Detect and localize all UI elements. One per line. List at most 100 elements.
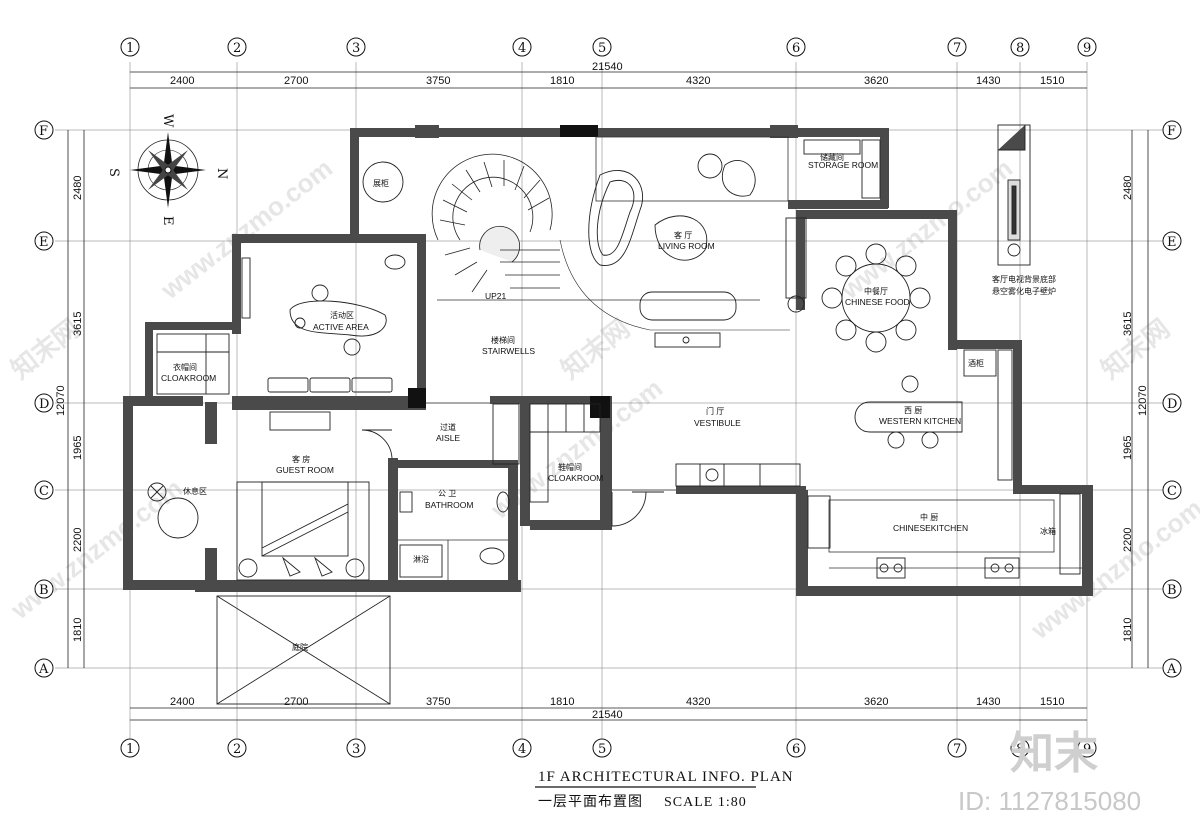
column-bubbles-top	[120, 37, 1097, 57]
row-label-B: B	[39, 583, 49, 598]
right-total-dim: 12070	[1137, 385, 1149, 416]
row-label-rF: F	[1167, 124, 1176, 139]
top-dim-6: 3620	[864, 75, 888, 87]
top-dimension-chain	[130, 71, 1087, 89]
vestibule-en: VESTIBULE	[694, 418, 741, 428]
row-label-rD: D	[1167, 397, 1177, 412]
stair-up-label: UP21	[485, 291, 507, 301]
thin-lines	[398, 136, 1082, 580]
wine-cn: 酒柜	[968, 358, 984, 368]
col-label-b4: 4	[518, 742, 526, 757]
col-label-b2: 2	[233, 742, 241, 757]
fridge-cn: 冰箱	[1040, 526, 1056, 536]
stairwells-en: STAIRWELLS	[482, 346, 535, 356]
shower-cn: 淋浴	[413, 554, 429, 564]
storage-en: STORAGE ROOM	[808, 160, 878, 170]
col-label-1: 1	[126, 41, 134, 56]
right-dimension-chain	[1131, 130, 1149, 668]
col-label-b8: 8	[1016, 742, 1024, 757]
col-label-b3: 3	[352, 742, 360, 757]
drawing-title-cn: 一层平面布置图	[538, 794, 643, 810]
chinese-food-en: CHINESE FOOD	[845, 297, 910, 307]
furniture	[147, 139, 1081, 705]
top-dim-4: 1810	[550, 75, 574, 87]
right-dim-4: 2200	[1122, 528, 1134, 552]
top-dim-2: 2700	[284, 75, 308, 87]
aisle-en: AISLE	[436, 433, 460, 443]
col-label-b1: 1	[126, 742, 134, 757]
aisle-cn: 过道	[440, 422, 456, 432]
compass-rose-icon	[130, 132, 206, 208]
col-label-9: 9	[1083, 41, 1091, 56]
right-dim-5: 1810	[1122, 618, 1134, 642]
bottom-total-dim: 21540	[592, 709, 623, 721]
col-label-5: 5	[598, 41, 606, 56]
chinese-kitchen-en: CHINESEKITCHEN	[893, 523, 968, 533]
right-dim-2: 3615	[1122, 312, 1134, 336]
row-label-E: E	[39, 235, 49, 250]
bottom-dim-6: 3620	[864, 696, 888, 708]
active-area-cn: 活动区	[330, 310, 354, 320]
rest-area-cn: 休息区	[183, 486, 207, 496]
drawing-scale: SCALE 1:80	[664, 795, 747, 810]
right-dim-1: 2480	[1122, 176, 1134, 200]
spiral-stair	[431, 153, 560, 293]
left-dim-2: 3615	[72, 312, 84, 336]
showroom-cn: 展柜	[373, 178, 389, 188]
row-bubbles-right	[1162, 120, 1182, 678]
top-dim-1: 2400	[170, 75, 194, 87]
watermark-brand-2: 知末网	[555, 313, 635, 385]
cloakroom-cn: 衣帽间	[173, 362, 197, 372]
row-label-A: A	[38, 662, 49, 677]
row-label-rB: B	[1167, 583, 1177, 598]
guest-room-cn: 客 房	[292, 454, 310, 464]
col-label-8: 8	[1016, 41, 1024, 56]
col-label-4: 4	[518, 41, 526, 56]
watermark-site-5: www.znzmo.com	[1024, 493, 1200, 646]
row-label-rA: A	[1166, 662, 1177, 677]
brand-logo: 知末	[1010, 729, 1098, 778]
col-label-b7: 7	[953, 742, 961, 757]
chinese-food-cn: 中餐厅	[864, 286, 888, 296]
col-label-6: 6	[792, 41, 800, 56]
living-room-en: LIVING ROOM	[658, 241, 715, 251]
row-label-rC: C	[1167, 484, 1177, 499]
bottom-dim-1: 2400	[170, 696, 194, 708]
right-dim-3: 1965	[1122, 436, 1134, 460]
bathroom-cn: 公 卫	[438, 489, 456, 498]
row-label-D: D	[39, 397, 49, 412]
drawing-title-en: 1F ARCHITECTURAL INFO. PLAN	[538, 769, 794, 785]
western-kitchen-en: WESTERN KITCHEN	[879, 416, 961, 426]
western-kitchen-cn: 西 厨	[904, 406, 922, 415]
storage-cn: 储藏间	[820, 152, 844, 162]
watermark-site-1: www.znzmo.com	[154, 153, 338, 306]
stairwells-cn: 楼梯间	[491, 335, 515, 345]
row-bubbles-left	[34, 120, 54, 678]
bottom-dimension-chain	[130, 707, 1087, 721]
bathroom-en: BATHROOM	[425, 500, 473, 510]
yard-cn: 庭院	[292, 642, 308, 652]
left-dim-5: 1810	[72, 618, 84, 642]
image-id: ID: 1127815080	[958, 786, 1141, 816]
top-total-dim: 21540	[592, 61, 623, 73]
top-dim-3: 3750	[426, 75, 450, 87]
left-total-dim: 12070	[55, 385, 67, 416]
tv-wall-detail	[997, 124, 1031, 266]
bottom-dim-5: 4320	[686, 696, 710, 708]
walls	[123, 125, 1093, 596]
col-label-3: 3	[352, 41, 360, 56]
row-label-F: F	[39, 124, 48, 139]
living-room-cn: 客 厅	[674, 230, 692, 240]
left-dim-3: 1965	[72, 436, 84, 460]
vestibule-cn: 门 厅	[706, 406, 724, 416]
compass-e: E	[160, 216, 175, 226]
cloakroom-en: CLOAKROOM	[161, 373, 216, 383]
col-label-7: 7	[953, 41, 961, 56]
row-label-C: C	[39, 484, 49, 499]
bottom-dim-4: 1810	[550, 696, 574, 708]
tv-note-line2: 悬空雾化电子壁炉	[992, 286, 1056, 296]
top-dim-8: 1510	[1040, 75, 1064, 87]
top-dim-5: 4320	[686, 75, 710, 87]
row-label-rE: E	[1167, 235, 1177, 250]
